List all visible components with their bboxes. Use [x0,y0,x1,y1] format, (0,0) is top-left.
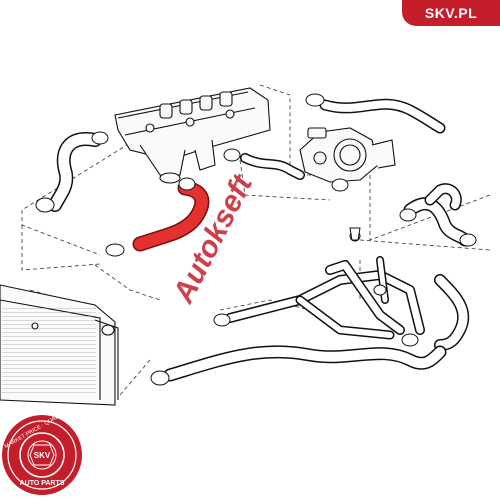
cylinder-head [114,87,271,184]
coolant-hoses [48,98,472,382]
skv-seal-logo: SKV MARKET PRICE · QUALITY · AUTO PARTS [2,408,82,495]
radiator [0,284,119,406]
highlighted-radiator-hose [132,180,210,252]
brand-tab[interactable]: SKV.PL [402,0,500,26]
fitting [349,227,361,241]
brand-label: SKV.PL [424,5,478,21]
seal-center-text: SKV [34,451,51,460]
throttle-body [299,127,396,183]
seal-bottom-text: AUTO PARTS [20,480,65,487]
